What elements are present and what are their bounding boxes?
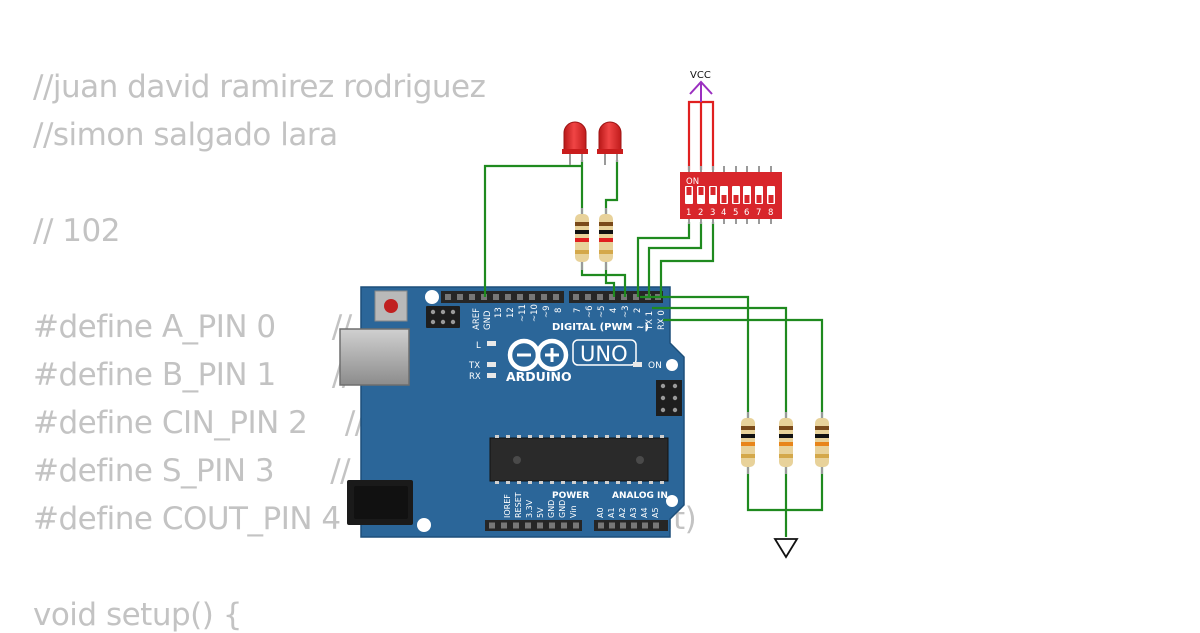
pin-label: ~11 [518,304,528,322]
analog-pin-label: A1 [607,507,616,518]
arduino-logo-icon [507,338,569,372]
led-red-1[interactable] [562,121,588,165]
icsp-header-top [426,306,460,328]
pin-label: ~9 [542,305,552,318]
power-pin-label: 3.3V [525,499,534,518]
icsp-header-right [656,380,682,416]
pin-label: TX 1 [645,311,655,331]
tx-led-label: TX [468,361,480,371]
uno-label: UNO [580,342,628,366]
pin-label: 7 [573,308,583,313]
mounting-hole [417,518,431,532]
resistor-pulldown-2[interactable] [779,412,793,474]
pin-label: 12 [506,307,516,318]
vcc-label: VCC [690,70,711,81]
pin-label: 2 [633,308,643,313]
l-led [487,341,496,346]
dip-number: 6 [744,208,749,218]
mounting-hole [425,290,439,304]
rx-led-label: RX [469,372,481,382]
resistor-pulldown-1[interactable] [741,412,755,474]
red-vcc-wires[interactable] [687,100,715,170]
dip-on-label: ON [686,177,699,187]
uno-badge [572,339,637,366]
digital-header-label: DIGITAL (PWM ~) [552,322,649,333]
rx-led [487,373,496,378]
dip-number: 1 [686,208,691,218]
pin-label: ~3 [621,305,631,318]
dip-number: 8 [768,208,773,218]
pin-label: AREF [472,308,482,330]
analog-pin-label: A2 [618,507,627,518]
power-pin-label: RESET [514,492,523,518]
resistor-led-1[interactable] [575,208,589,270]
pin-label: ~6 [585,305,595,318]
pin-label: 4 [609,308,619,313]
vcc-symbol: VCC [689,70,713,102]
code-line: //juan david ramirez rodriguez [33,69,486,105]
tx-led [487,362,496,367]
pin-label: 8 [554,308,564,313]
pin-label: ~5 [597,305,607,318]
power-led [633,362,642,367]
code-line: // 102 [33,213,120,249]
mounting-hole [666,495,678,507]
resistor-led-2[interactable] [599,208,613,270]
power-pin-header[interactable] [485,520,582,531]
reset-button[interactable] [374,290,408,322]
pin-label: ~10 [530,304,540,322]
resistor-pulldown-3[interactable] [815,412,829,474]
arduino-uno-board[interactable]: AREF GND 13 12 ~11 ~10 ~9 8 7 ~6 ~5 4 ~3… [339,286,685,538]
pin-label: GND [483,310,493,330]
usb-port [339,328,410,386]
power-pin-label: IOREF [503,494,512,518]
dip-number: 5 [733,208,738,218]
power-header-label: POWER [552,491,589,501]
mounting-hole [666,359,678,371]
analog-header-label: ANALOG IN [612,491,668,501]
power-jack [347,480,413,525]
code-line: //simon salgado lara [33,117,338,153]
led-red-2[interactable] [597,121,623,165]
dip-number: 2 [698,208,703,218]
code-line: void setup() { [33,597,242,633]
dip-number: 3 [710,208,715,218]
digital-pin-header[interactable] [441,291,663,303]
power-pin-label: GND [558,500,567,518]
power-led-label: ON [648,361,662,371]
power-pin-label: 5V [536,507,545,518]
pin-label: RX 0 [657,310,667,330]
dip-number: 4 [721,208,726,218]
microcontroller-chip [489,435,669,484]
ground-symbol [773,538,799,559]
analog-pin-label: A5 [651,507,660,518]
green-wires[interactable] [483,160,824,537]
analog-pin-label: A3 [629,507,638,518]
power-pin-label: Vin [569,505,578,518]
analog-pin-label: A0 [596,507,605,518]
power-pin-label: GND [547,500,556,518]
dip-switch[interactable]: ON 1 2 3 4 5 6 7 8 [680,166,782,224]
l-led-label: L [476,341,481,351]
analog-pin-label: A4 [640,507,649,518]
arduino-brand-label: ARDUINO [506,369,572,384]
analog-pin-header[interactable] [594,520,668,531]
dip-number: 7 [756,208,761,218]
pin-label: 13 [494,307,504,318]
